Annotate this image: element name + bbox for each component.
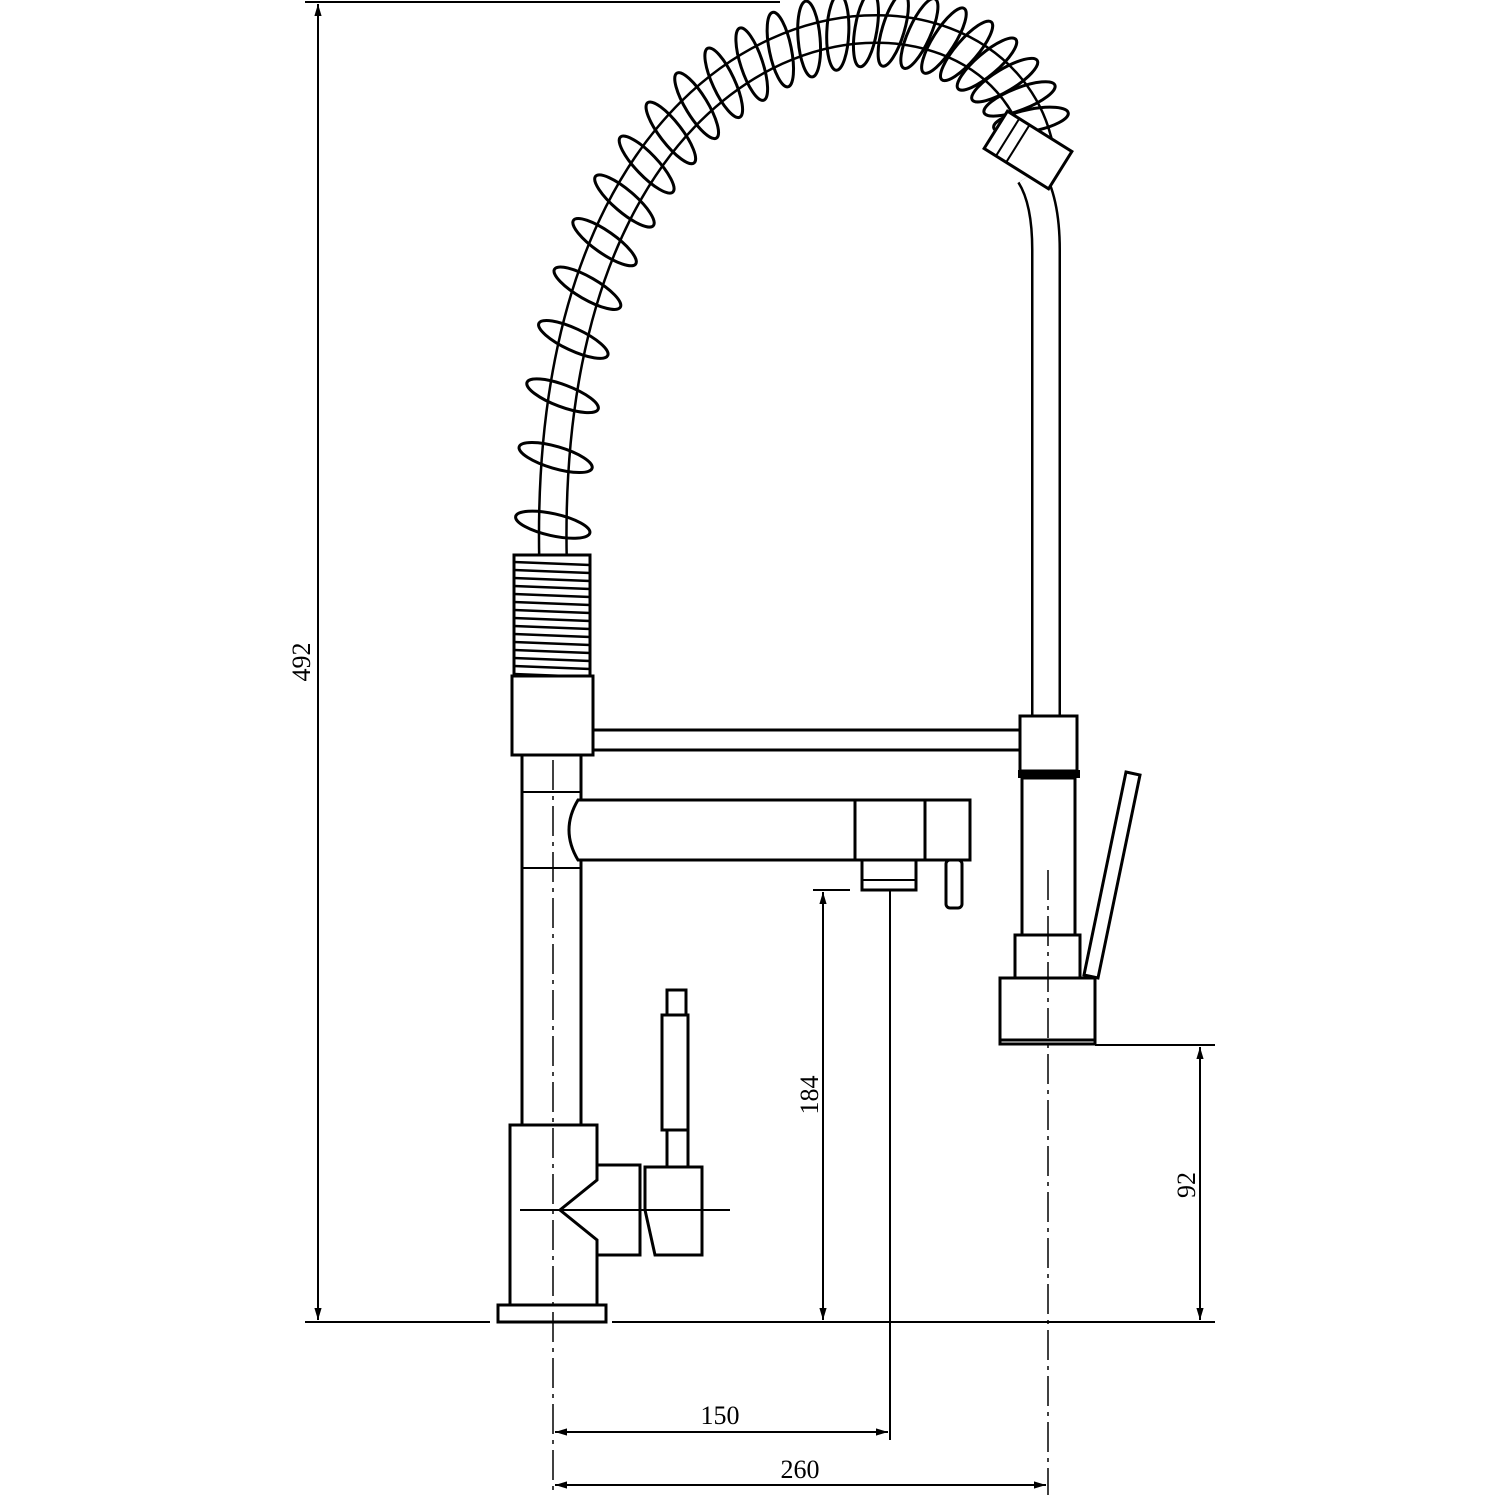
spout-outlet-block bbox=[853, 798, 927, 862]
spring-coil bbox=[851, 0, 880, 69]
lever-stem bbox=[665, 1128, 690, 1169]
spring-winding bbox=[513, 560, 591, 567]
lever-cap bbox=[665, 988, 688, 1017]
spring-coil bbox=[644, 100, 698, 166]
spring-winding bbox=[513, 592, 591, 599]
lower-spring bbox=[512, 553, 592, 679]
dim-label-184: 184 bbox=[795, 1076, 824, 1115]
dim-label-92: 92 bbox=[1172, 1172, 1201, 1198]
support-arm bbox=[591, 728, 1025, 752]
spring-coil bbox=[876, 0, 910, 68]
spring-winding bbox=[513, 568, 591, 575]
spring-winding bbox=[513, 576, 591, 583]
spring-winding bbox=[513, 624, 591, 631]
spring-winding bbox=[513, 616, 591, 623]
spring-coil bbox=[571, 217, 638, 268]
dimension-spray-reach: 260 bbox=[555, 1455, 1046, 1489]
spring-hose bbox=[514, 0, 1070, 561]
dim-label-150: 150 bbox=[701, 1401, 740, 1430]
dim-label-260: 260 bbox=[781, 1455, 820, 1484]
swivel-spout bbox=[567, 798, 857, 862]
spring-coil bbox=[920, 6, 968, 75]
dimension-spray-height: 92 bbox=[1095, 1044, 1215, 1320]
spray-tube-upright bbox=[982, 109, 1074, 718]
upper-block bbox=[510, 674, 595, 757]
spout-knob bbox=[944, 858, 964, 910]
spring-winding bbox=[513, 648, 591, 655]
spring-winding bbox=[513, 600, 591, 607]
dimension-total-height: 492 bbox=[287, 1, 1215, 1323]
spout-valve-block bbox=[923, 798, 972, 862]
spring-coils bbox=[514, 0, 1070, 540]
spring-coil bbox=[552, 265, 623, 311]
spring-coil bbox=[525, 377, 600, 415]
spring-coil bbox=[537, 318, 610, 360]
spring-winding bbox=[513, 632, 591, 639]
spring-coil bbox=[796, 0, 823, 79]
spring-coil bbox=[765, 10, 796, 89]
spring-coil bbox=[514, 509, 592, 540]
spring-coil bbox=[899, 0, 940, 70]
dimension-spout-height: 184 bbox=[795, 889, 850, 1320]
spray-holder bbox=[1018, 714, 1079, 773]
spring-coil bbox=[825, 0, 851, 72]
aerator bbox=[860, 858, 918, 892]
spring-winding bbox=[513, 640, 591, 647]
spring-winding bbox=[513, 584, 591, 591]
spring-winding bbox=[513, 656, 591, 663]
spray-handle-tube bbox=[1020, 776, 1077, 938]
spring-end-cap bbox=[982, 109, 1074, 191]
spring-coil bbox=[673, 71, 721, 141]
lever-handle bbox=[660, 1013, 690, 1132]
spray-trigger-lever bbox=[1082, 770, 1142, 980]
base-plate bbox=[496, 1303, 608, 1324]
spring-coil bbox=[734, 26, 770, 102]
dimension-spout-reach: 150 bbox=[555, 1401, 888, 1436]
spring-coil bbox=[593, 173, 656, 229]
spring-coil bbox=[938, 19, 995, 83]
spring-coil bbox=[703, 46, 745, 120]
dim-label-492: 492 bbox=[287, 643, 316, 682]
holder-ring bbox=[1018, 770, 1080, 778]
spring-coil bbox=[617, 134, 676, 195]
spring-winding bbox=[513, 608, 591, 615]
spring-coil bbox=[517, 440, 594, 475]
spring-winding bbox=[513, 664, 591, 671]
